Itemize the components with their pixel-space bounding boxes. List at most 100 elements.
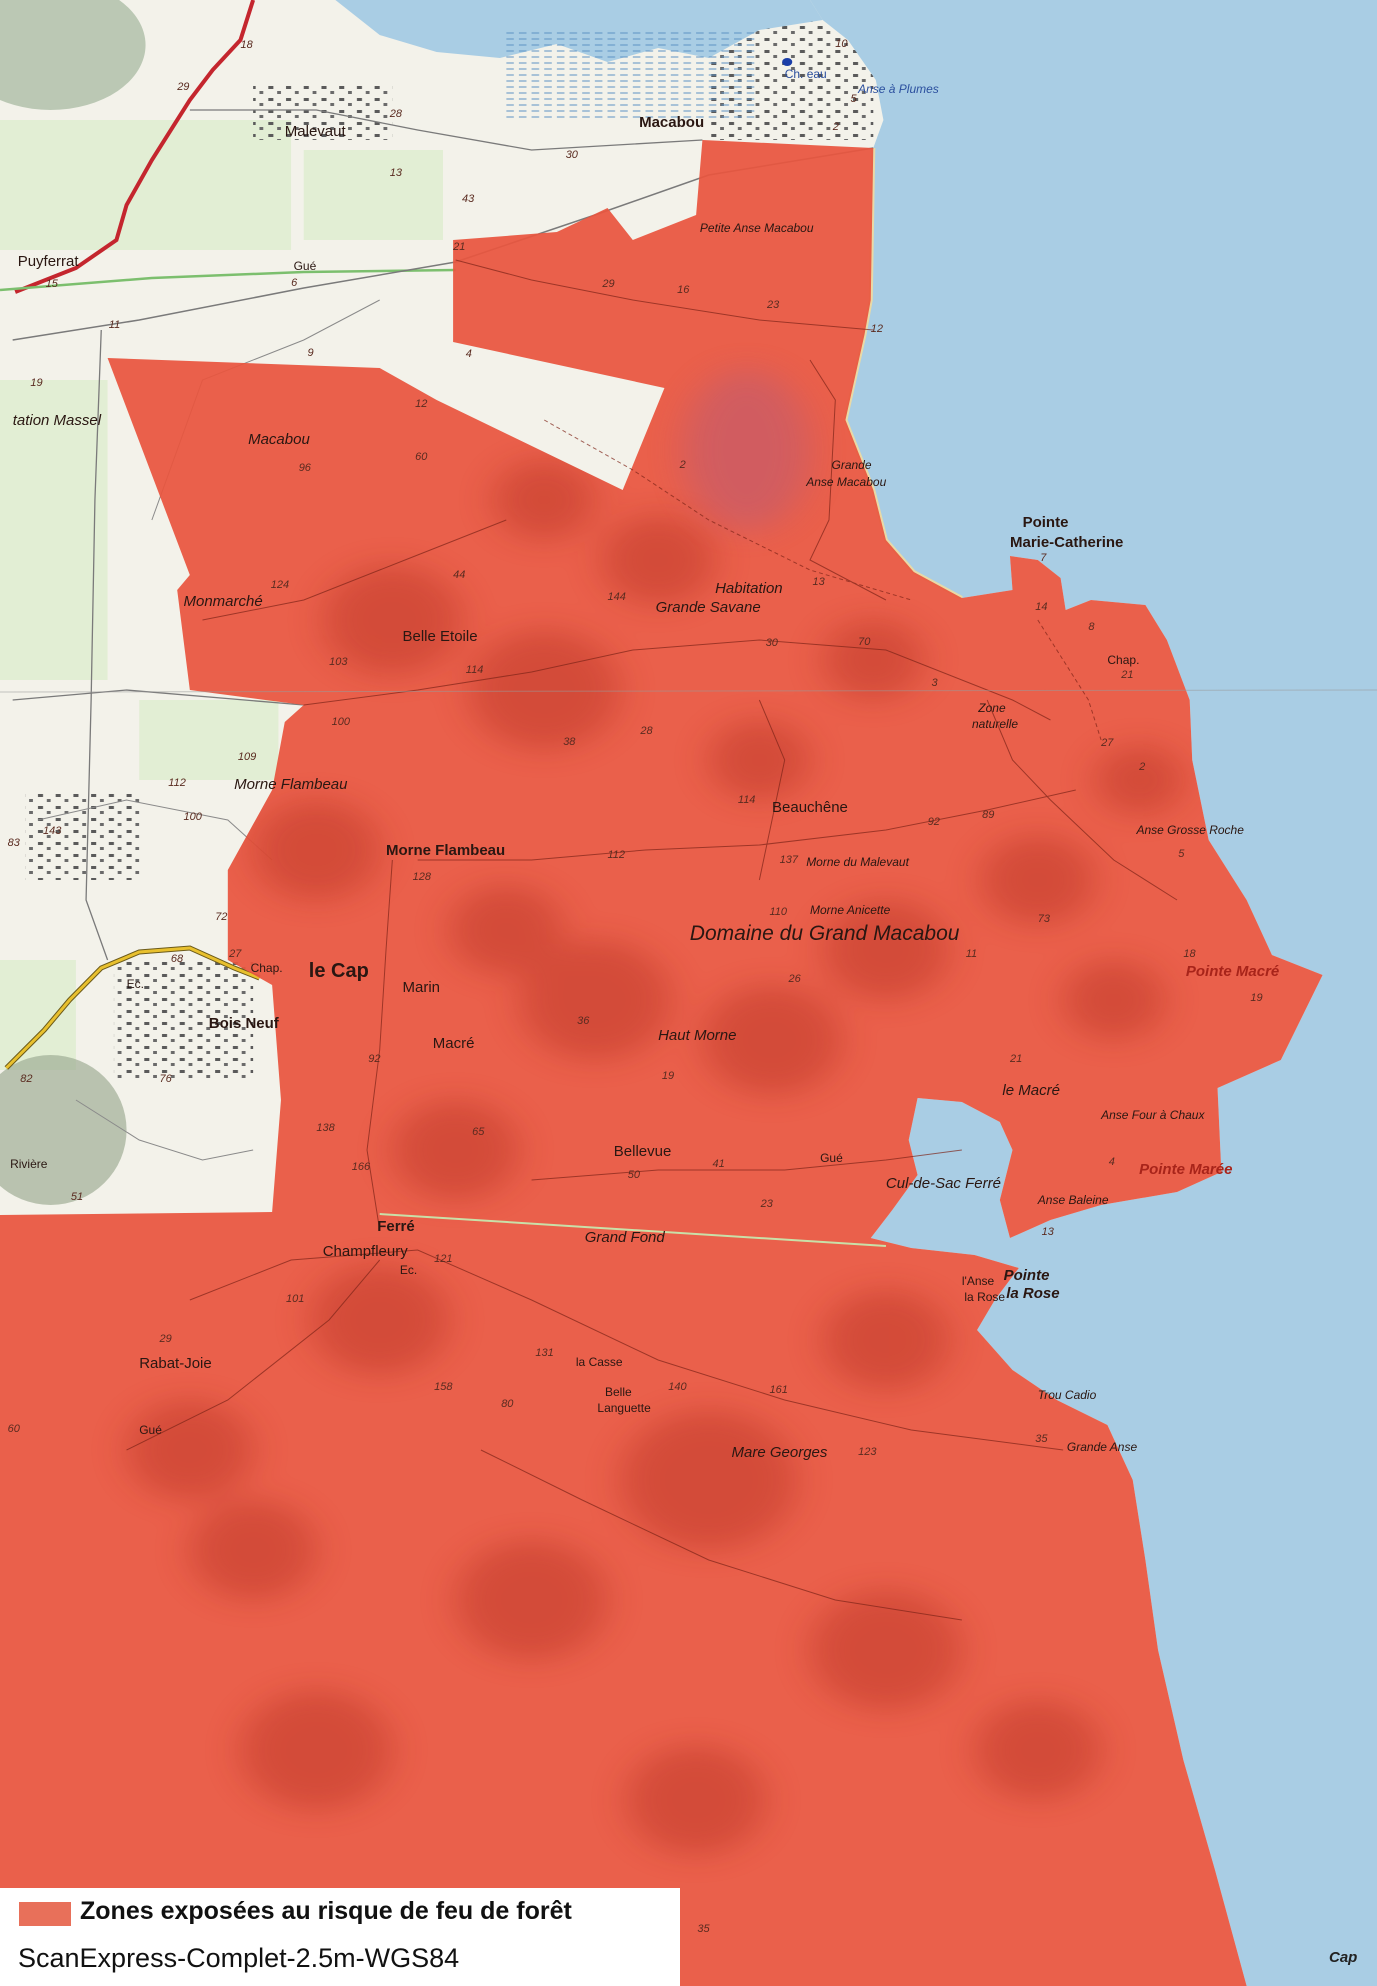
place-label: Chap. [251, 961, 283, 975]
place-label: Zone [977, 701, 1006, 715]
spot-height-label: 92 [928, 816, 940, 828]
place-label: Puyferrat [18, 253, 80, 270]
map-source: ScanExpress-Complet-2.5m-WGS84 [18, 1943, 460, 1973]
spot-height-label: 15 [46, 278, 59, 290]
spot-height-label: 27 [1100, 737, 1114, 749]
water-tower-icon [782, 58, 793, 66]
place-label: Pointe [1004, 1267, 1050, 1284]
river [0, 270, 456, 290]
spot-height-label: 109 [238, 751, 256, 763]
spot-height-label: 27 [228, 948, 242, 960]
spot-height-label: 12 [871, 323, 883, 335]
spot-height-label: 92 [368, 1053, 380, 1065]
place-label: Belle [605, 1385, 632, 1399]
spot-height-label: 18 [1183, 948, 1196, 960]
fields [0, 120, 443, 1070]
place-label: Chap. [1107, 653, 1139, 667]
place-label: le Macré [1002, 1082, 1060, 1099]
spot-height-label: 68 [171, 953, 184, 965]
place-label: Anse Baleine [1037, 1193, 1109, 1207]
place-label: Gué [294, 259, 317, 273]
spot-height-label: 96 [299, 462, 312, 474]
spot-height-label: 9 [308, 347, 314, 359]
spot-height-label: 114 [466, 664, 484, 676]
risk-zone-relief [126, 370, 1184, 1855]
spot-height-label: 13 [1042, 1226, 1055, 1238]
spot-height-label: 5 [1178, 848, 1185, 860]
place-label: Pointe Macré [1186, 963, 1279, 980]
place-label: Pointe [1023, 514, 1069, 531]
sheet-seam [0, 690, 1377, 692]
spot-height-label: 83 [8, 837, 21, 849]
place-label: la Casse [576, 1355, 623, 1369]
corner-label: Cap [1329, 1949, 1357, 1966]
spot-height-label: 30 [566, 149, 579, 161]
place-label: Domaine du Grand Macabou [690, 922, 960, 945]
spot-height-label: 131 [535, 1347, 553, 1359]
spot-height-label: 29 [159, 1333, 172, 1345]
place-label: Mare Georges [732, 1444, 828, 1461]
place-label: Bellevue [614, 1143, 672, 1160]
place-label: la Rose [1006, 1285, 1059, 1302]
road-primary [15, 0, 253, 292]
legend-swatch [19, 1902, 71, 1926]
spot-height-label: 3 [932, 677, 939, 689]
spot-height-label: 100 [332, 716, 351, 728]
spot-height-label: 19 [30, 377, 42, 389]
place-label: naturelle [972, 717, 1018, 731]
sheet-seam [380, 1214, 886, 1246]
place-label: Anse Grosse Roche [1136, 823, 1245, 837]
place-label: le Cap [309, 960, 369, 982]
spot-height-label: 44 [453, 569, 465, 581]
spot-height-label: 138 [316, 1122, 335, 1134]
place-label: Trou Cadio [1038, 1388, 1097, 1402]
spot-height-label: 89 [982, 809, 994, 821]
spot-height-label: 35 [1035, 1433, 1048, 1445]
map-legend: Zones exposées au risque de feu de forêt… [0, 1888, 680, 1986]
hill-relief [0, 0, 146, 110]
spot-height-label: 6 [291, 277, 298, 289]
spot-height-label: 80 [501, 1398, 514, 1410]
place-label: Rivière [10, 1157, 48, 1171]
hill-relief [0, 1055, 127, 1205]
spot-height-label: 2 [1138, 761, 1145, 773]
spot-height-label: 166 [352, 1161, 371, 1173]
place-label: Morne Anicette [810, 903, 891, 917]
place-label: l'Anse [962, 1274, 995, 1288]
spot-height-label: 43 [462, 193, 475, 205]
place-label: Anse Four à Chaux [1100, 1108, 1205, 1122]
spot-height-label: 144 [608, 591, 626, 603]
spot-height-label: 4 [1109, 1156, 1115, 1168]
spot-height-label: 36 [577, 1015, 590, 1027]
sea-area [810, 0, 1377, 1986]
spot-height-label: 112 [608, 849, 626, 861]
place-label: Anse Macabou [805, 475, 886, 489]
spot-height-label: 13 [813, 576, 826, 588]
spot-height-label: 12 [415, 398, 427, 410]
spot-height-label: 60 [415, 451, 428, 463]
village-malevaut [253, 85, 393, 140]
spot-height-label: 123 [858, 1446, 877, 1458]
spot-height-label: 140 [668, 1381, 687, 1393]
spot-height-label: 11 [966, 948, 977, 960]
spot-height-label: 26 [788, 973, 802, 985]
spot-height-label: 28 [389, 108, 403, 120]
place-label: Belle Etoile [403, 628, 478, 645]
spot-height-label: 13 [390, 167, 403, 179]
spot-height-label: 124 [271, 579, 289, 591]
place-label: Anse à Plumes [857, 82, 939, 96]
spot-height-label: 76 [160, 1073, 173, 1085]
place-label: Gué [139, 1423, 162, 1437]
place-label: Gué [820, 1151, 843, 1165]
track [76, 1100, 253, 1160]
place-label: Monmarché [184, 593, 263, 610]
spot-height-label: 101 [286, 1293, 304, 1305]
spot-height-label: 29 [601, 278, 614, 290]
spot-height-label: 82 [20, 1073, 32, 1085]
spot-height-label: 143 [43, 825, 62, 837]
spot-height-label: 128 [413, 871, 432, 883]
spot-height-label: 114 [738, 794, 756, 806]
